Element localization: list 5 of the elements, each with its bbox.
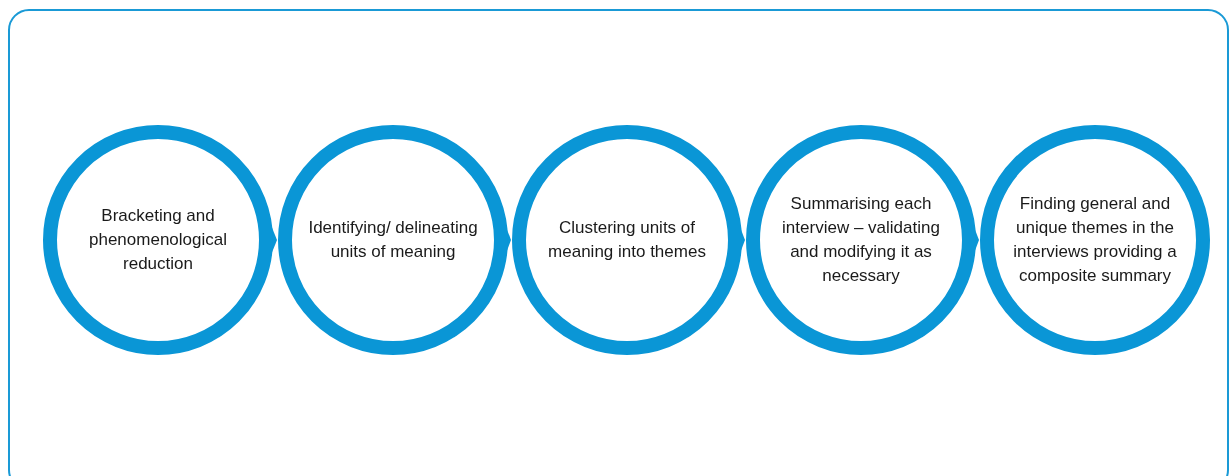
step-text: Finding general and unique themes in the interviews providing a composite summary — [1012, 193, 1178, 287]
step-text: Summarising each interview – validating and modifying it as necessary — [781, 193, 941, 287]
step-text: Clustering units of meaning into themes — [547, 217, 707, 263]
step-text: Bracketing and phenomenological reduction — [88, 205, 228, 275]
step-text: Identifying/ delineating units of meaning — [308, 217, 478, 263]
